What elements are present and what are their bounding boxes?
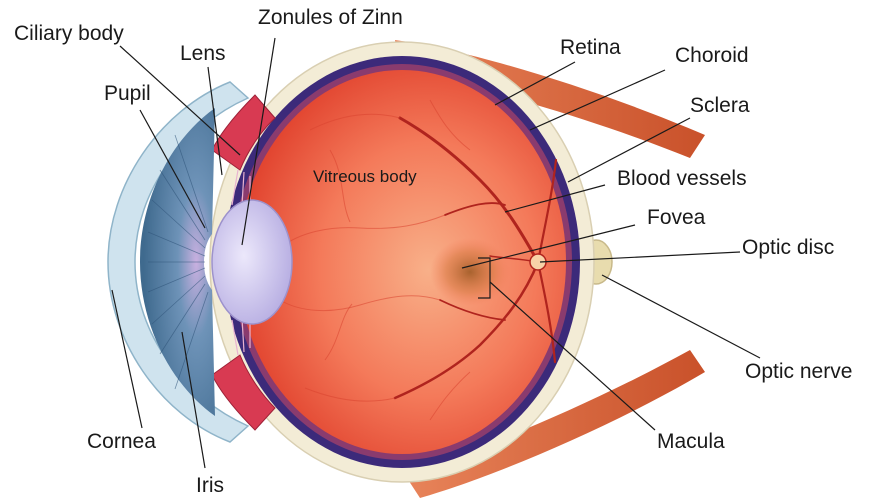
- label-ciliary-body: Ciliary body: [14, 22, 124, 45]
- label-cornea: Cornea: [87, 430, 156, 453]
- label-optic-nerve: Optic nerve: [745, 360, 852, 383]
- label-vitreous-body: Vitreous body: [313, 167, 417, 186]
- macula-spot: [430, 238, 510, 306]
- label-lens: Lens: [180, 42, 226, 65]
- label-pupil: Pupil: [104, 82, 151, 105]
- label-fovea: Fovea: [647, 206, 706, 229]
- label-iris: Iris: [196, 474, 224, 497]
- lens: [212, 200, 292, 324]
- label-retina: Retina: [560, 36, 621, 59]
- label-zonules: Zonules of Zinn: [258, 6, 403, 29]
- label-macula: Macula: [657, 430, 725, 453]
- label-optic-disc: Optic disc: [742, 236, 834, 259]
- label-blood-vessels: Blood vessels: [617, 167, 747, 190]
- label-choroid: Choroid: [675, 44, 749, 67]
- label-sclera: Sclera: [690, 94, 750, 117]
